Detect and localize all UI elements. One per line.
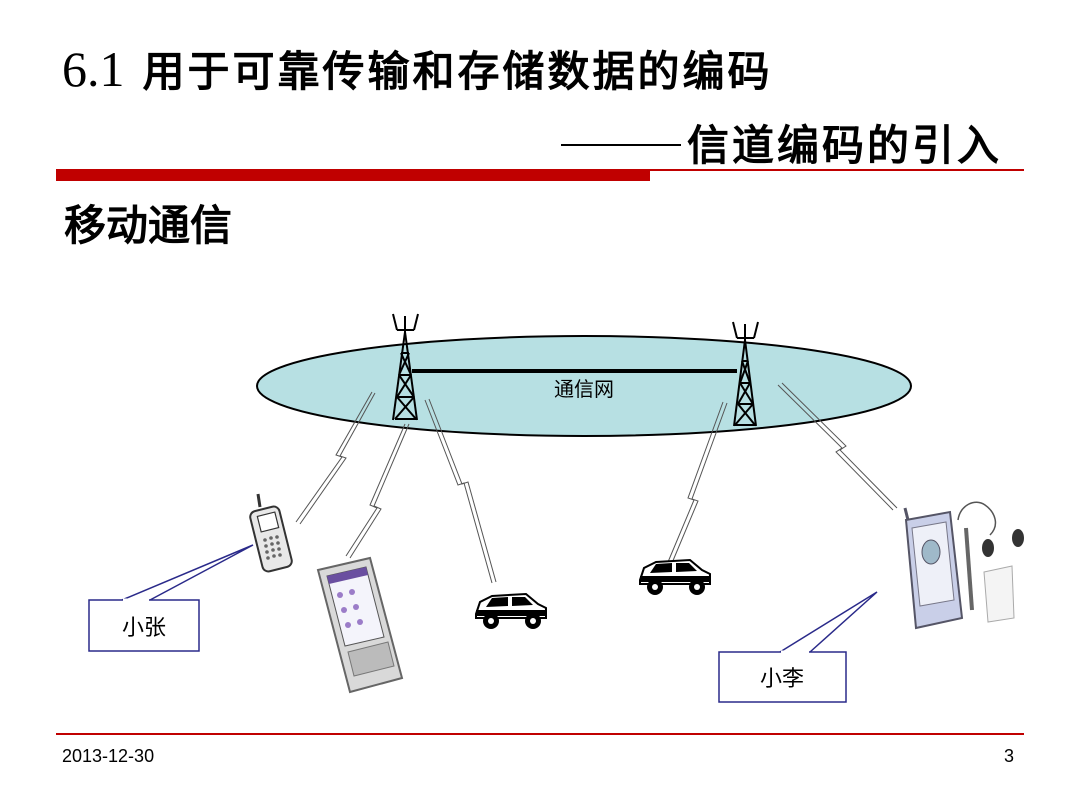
radio-link: [424, 399, 493, 584]
footer-date: 2013-12-30: [62, 746, 155, 766]
subtitle-dash: [560, 143, 681, 146]
section-heading: 移动通信: [64, 201, 233, 250]
title-text: 用于可靠传输和存储数据的编码: [142, 47, 773, 96]
subtitle-text: 信道编码的引入: [686, 121, 1002, 170]
title-number: 6.1: [62, 41, 125, 97]
car-icon: [475, 592, 547, 629]
pda-icon: [316, 556, 404, 694]
page-number: 3: [1003, 746, 1014, 766]
radio-link: [345, 423, 406, 557]
title-rule-thick: [56, 171, 650, 181]
radio-link: [777, 384, 894, 511]
radio-link: [295, 391, 373, 523]
base-station-tower-icon: [732, 321, 759, 427]
title-rule-thin: [56, 169, 1024, 171]
base-station-tower-icon: [392, 313, 419, 421]
radio-link: [667, 401, 724, 563]
callout-user-b: 小李: [718, 591, 878, 703]
user-a-label: 小张: [122, 616, 166, 641]
flip-phone-icon: [903, 501, 1024, 630]
slide-subtitle: 信道编码的引入: [560, 112, 1002, 173]
callout-user-a: 小张: [88, 544, 254, 652]
user-b-label: 小李: [760, 667, 804, 692]
radio-links: [295, 382, 898, 584]
slide-title: 6.1 用于可靠传输和存储数据的编码: [62, 38, 773, 98]
car-icon: [639, 558, 711, 595]
mobile-phone-icon: [249, 493, 293, 573]
network-label: 通信网: [554, 377, 614, 401]
footer-rule: [56, 733, 1024, 735]
